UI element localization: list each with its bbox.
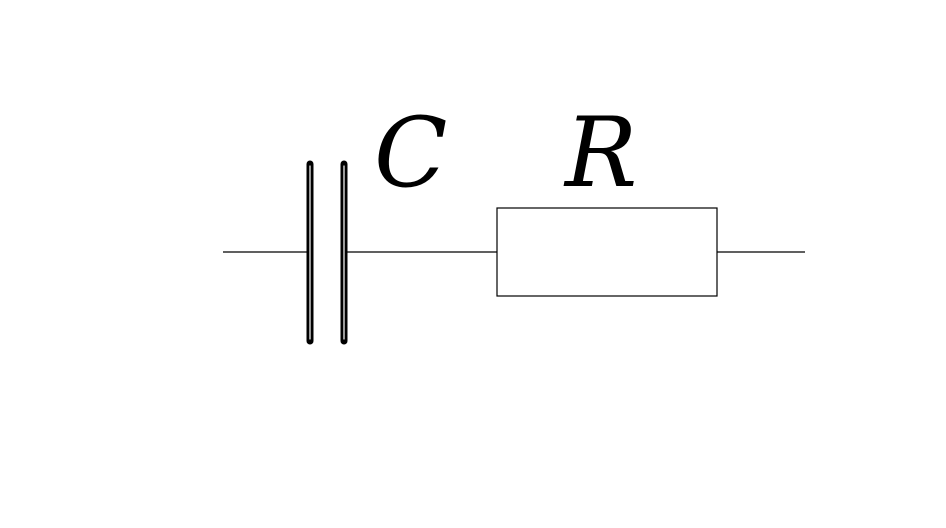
capacitor-symbol (306, 160, 348, 345)
resistor-symbol (496, 207, 718, 297)
resistor-label: R (563, 97, 637, 209)
capacitor-label: C (374, 97, 447, 209)
